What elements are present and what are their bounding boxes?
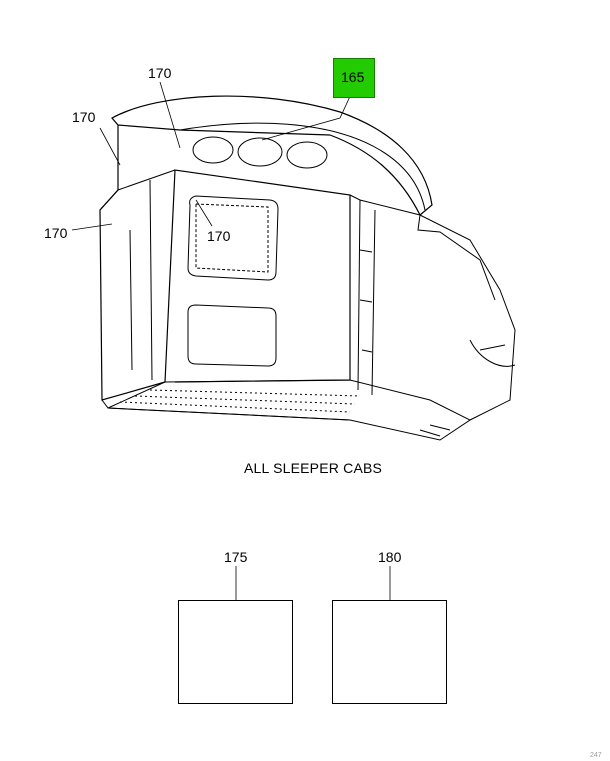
back-wall: [99, 125, 351, 401]
callout-175[interactable]: 175: [224, 549, 248, 565]
part-175-box: [178, 600, 293, 704]
callout-165[interactable]: 165: [341, 69, 365, 85]
leader-170-top: [159, 81, 181, 149]
footer-mark: 247: [590, 752, 602, 759]
leader-165: [261, 91, 353, 141]
roof-fairing: [111, 95, 433, 216]
callout-170-inner[interactable]: 170: [207, 228, 231, 244]
diagram-caption: ALL SLEEPER CABS: [244, 460, 383, 476]
leader-170-left: [71, 223, 113, 231]
rear-window-upper: [187, 195, 279, 281]
leader-170-left-upper: [99, 127, 121, 166]
callout-170-left[interactable]: 170: [44, 225, 68, 241]
callout-170-left-upper[interactable]: 170: [72, 109, 96, 125]
part-180-box: [332, 600, 447, 704]
rear-panel-lower: [187, 304, 277, 367]
callout-180[interactable]: 180: [378, 549, 402, 565]
part-165-highlight: [333, 58, 375, 98]
door-frame: [349, 194, 516, 421]
callout-170-top[interactable]: 170: [148, 65, 172, 81]
floor: [107, 379, 471, 441]
leader-170-inner: [195, 199, 213, 227]
